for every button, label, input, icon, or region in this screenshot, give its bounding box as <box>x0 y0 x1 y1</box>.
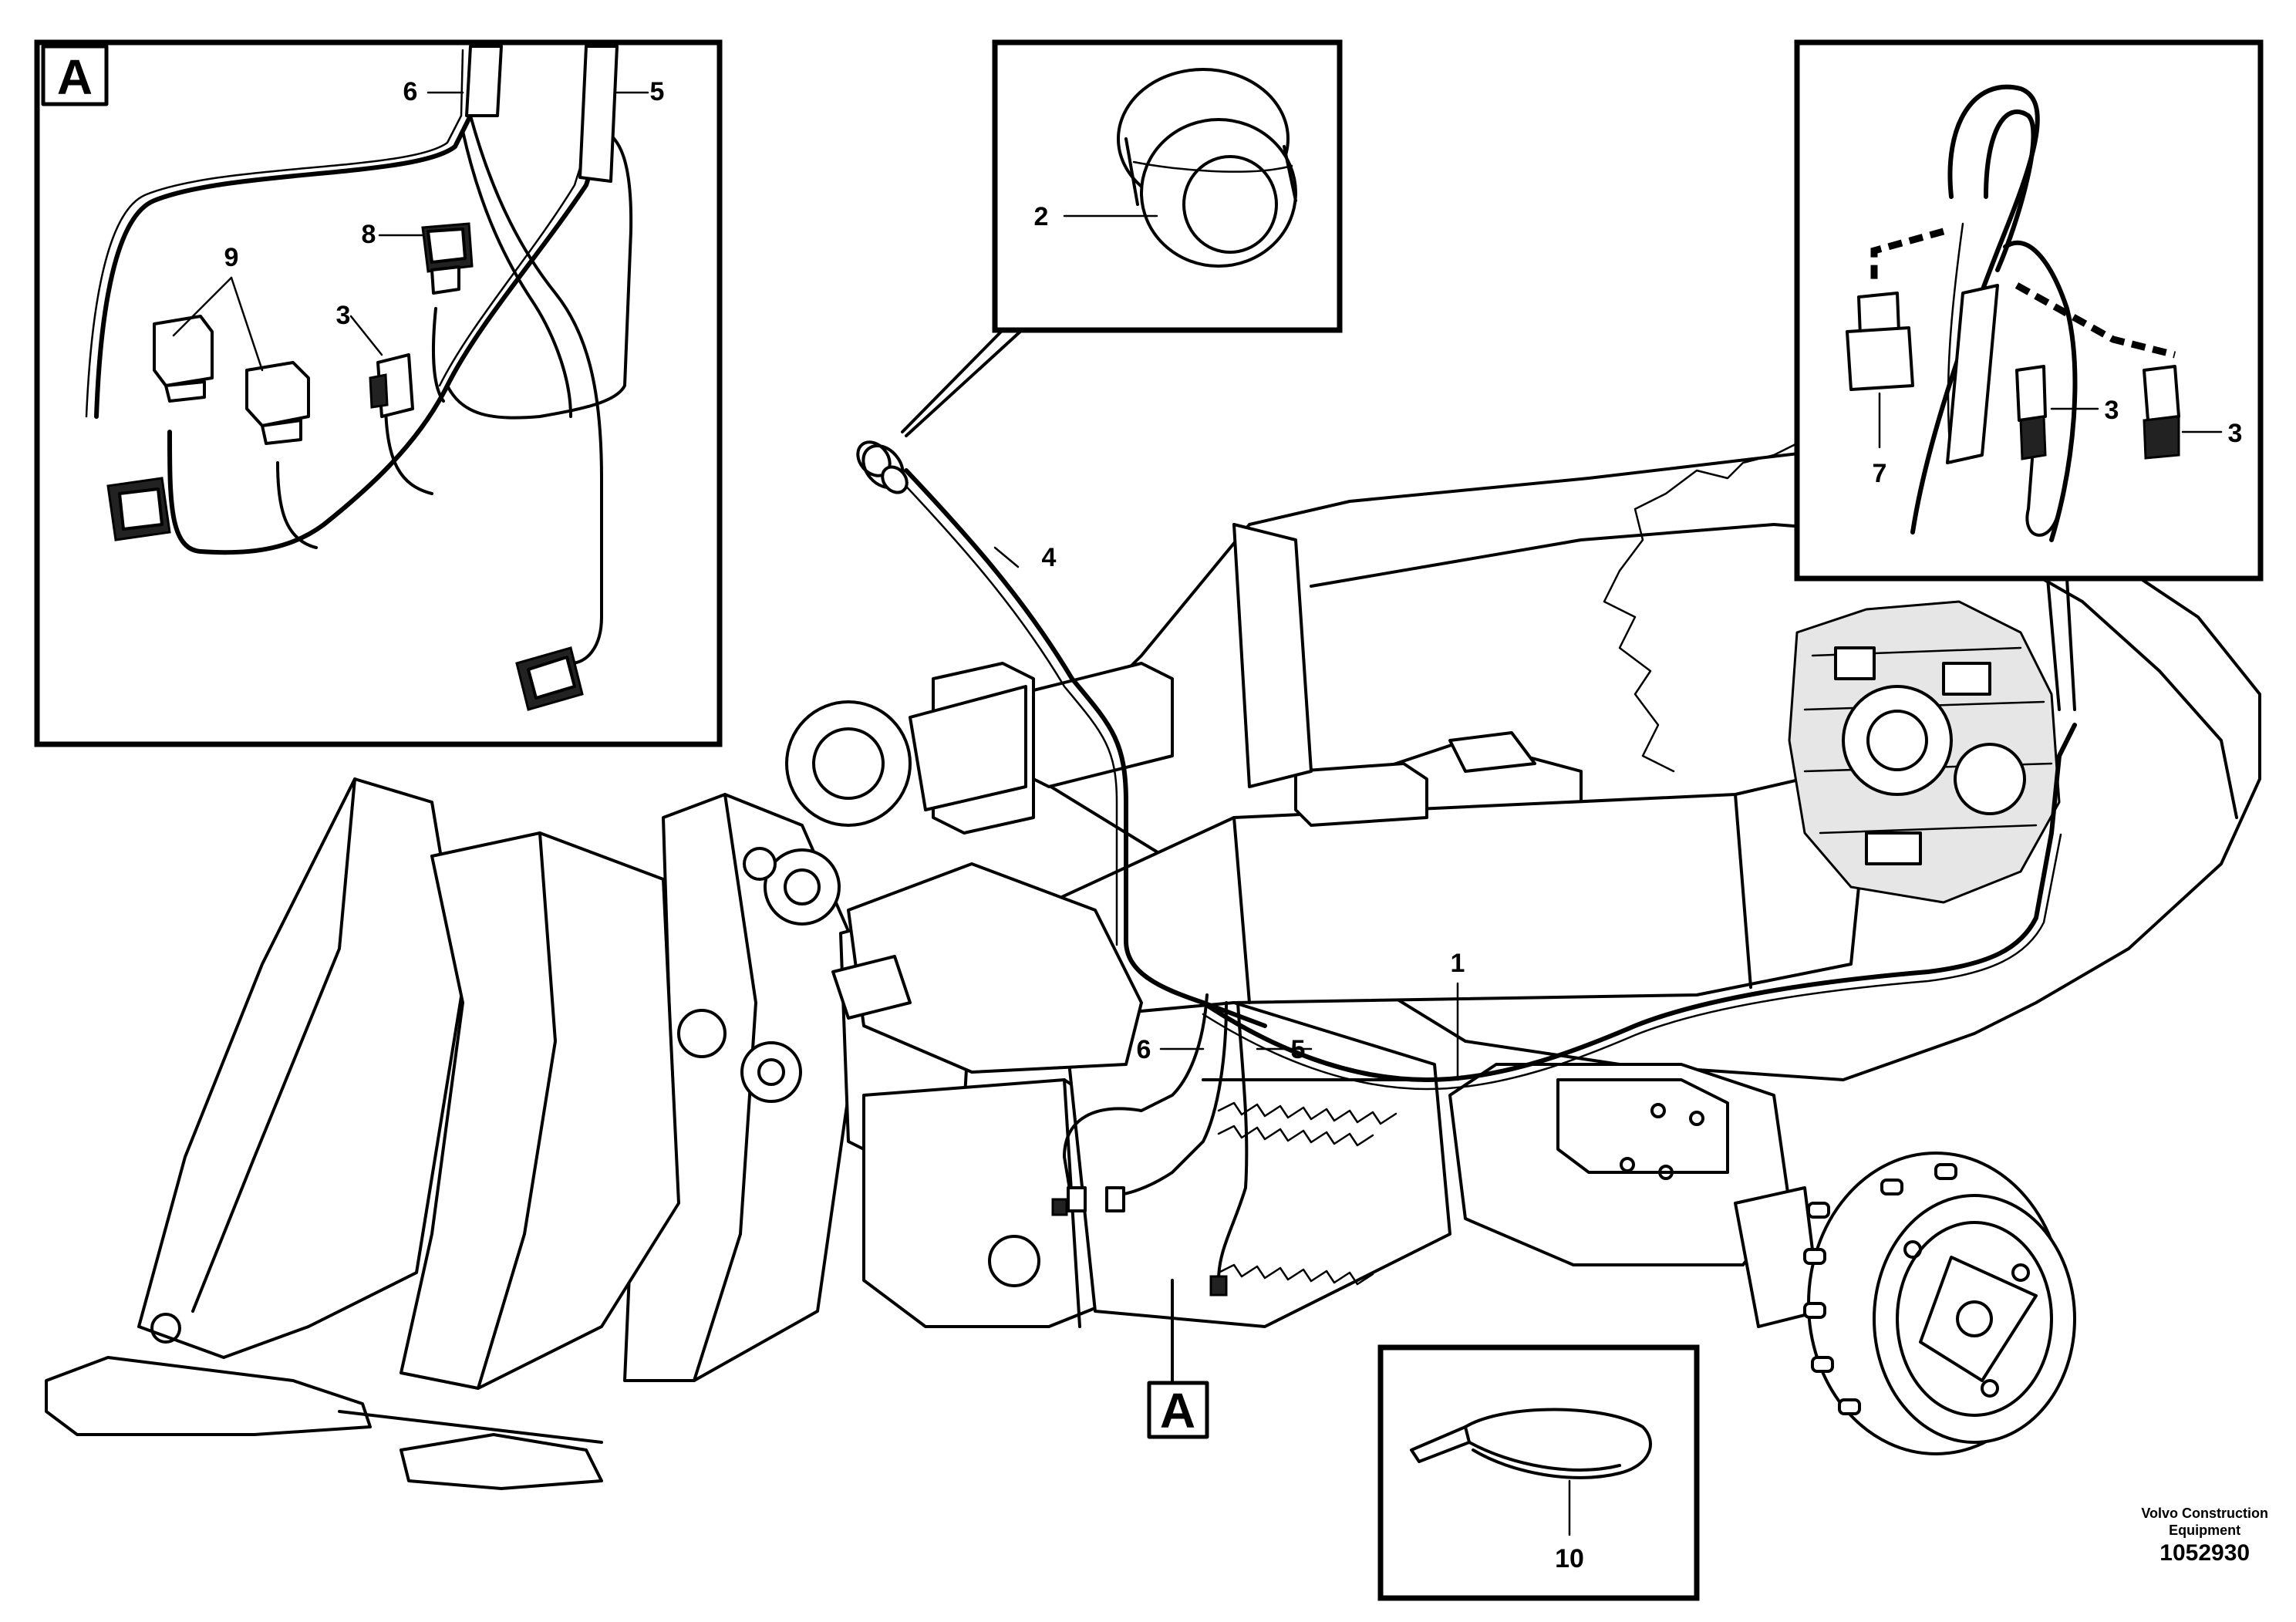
detail-a-marker: A <box>1160 1383 1195 1438</box>
connector-bottom-left <box>106 477 171 541</box>
callout-3-detail: 3 <box>336 301 351 330</box>
callout-1: 1 <box>1451 949 1465 978</box>
detail-plug-box <box>901 39 1343 437</box>
relay-left <box>153 315 214 403</box>
callout-9: 9 <box>224 243 239 272</box>
detail-a-marker-box <box>1147 1381 1209 1439</box>
detail-a-label: A <box>57 49 93 105</box>
callout-5-detail: 5 <box>650 77 665 106</box>
brand-line1: Volvo Construction <box>2141 1506 2268 1521</box>
rear-axle <box>1448 1063 2076 1455</box>
callout-6-detail: 6 <box>403 77 418 106</box>
front-loader-frame <box>45 685 1451 1490</box>
wheel-studs <box>1803 1163 1957 1415</box>
document-number: 1052930 <box>2159 1540 2250 1566</box>
connector-bottom-right <box>515 646 584 711</box>
relay-right <box>245 361 310 445</box>
callout-3-right: 3 <box>2228 419 2243 448</box>
detail-sensor-box <box>1794 39 2264 711</box>
detail-a-box: A <box>34 39 723 747</box>
connector-3-right <box>2143 365 2180 460</box>
detail-cable-tie-box <box>1377 1344 1700 1601</box>
callout-2: 2 <box>1034 202 1049 231</box>
callout-7: 7 <box>1873 459 1887 488</box>
connector-3-detail <box>369 353 414 418</box>
brand-line2: Equipment <box>2169 1523 2241 1538</box>
cable-plug <box>856 440 909 494</box>
sensor-7 <box>1846 292 1914 391</box>
callout-8: 8 <box>362 220 376 249</box>
brand-block: Volvo Construction Equipment 1052930 <box>2141 1505 2268 1568</box>
callout-numbers: 6 5 9 8 3 2 7 3 3 4 1 6 5 10 <box>224 77 2243 1573</box>
main-cables <box>856 440 2077 1297</box>
callout-leaders <box>993 546 1459 1382</box>
callout-6-main: 6 <box>1137 1035 1151 1064</box>
connector-8 <box>421 222 474 295</box>
callout-5-main: 5 <box>1291 1035 1306 1064</box>
callout-10: 10 <box>1555 1544 1584 1573</box>
harness-a-inset-main <box>1051 993 1249 1297</box>
callout-4: 4 <box>1042 543 1057 572</box>
transmission-unit <box>1788 600 2061 904</box>
callout-3-middle: 3 <box>2105 396 2119 425</box>
connector-3-middle <box>2015 365 2061 537</box>
